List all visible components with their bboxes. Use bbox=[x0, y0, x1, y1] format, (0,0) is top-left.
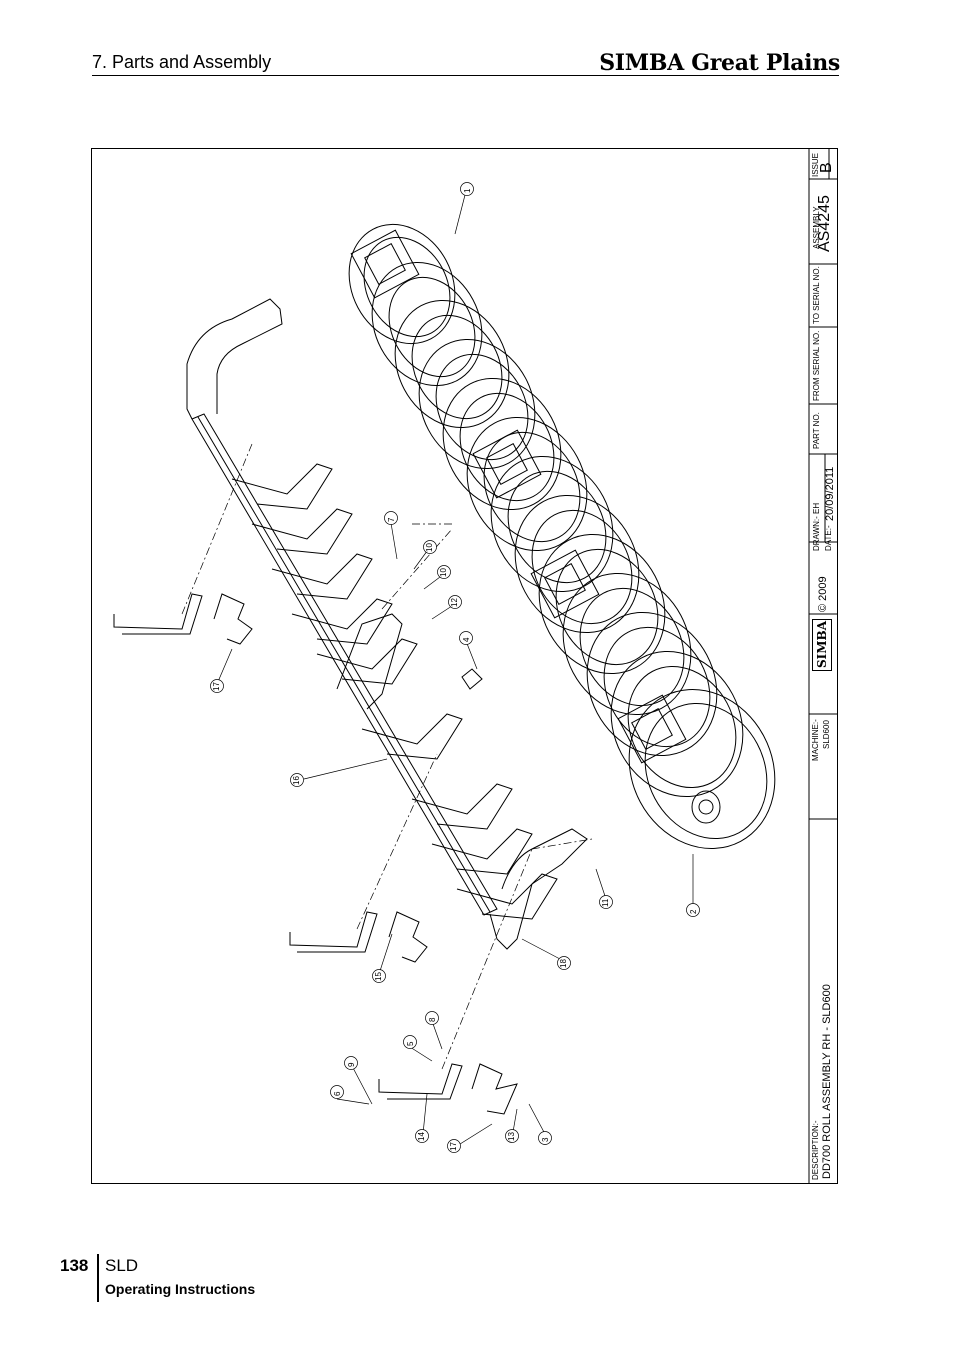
callout-9: 9 bbox=[344, 1056, 358, 1075]
drawing-frame: 1 2 3 4 5 6 7 8 9 10 10 11 12 13 14 15 1… bbox=[91, 148, 838, 1184]
exploded-assembly-drawing bbox=[113, 149, 837, 1183]
drawing-description: DD700 ROLL ASSEMBLY RH - SLD600 bbox=[821, 984, 833, 1179]
from-serial-label: FROM SERIAL NO. bbox=[812, 330, 821, 401]
to-serial-label: TO SERIAL NO. bbox=[812, 266, 821, 324]
construction-lines bbox=[181, 443, 593, 1070]
assembly-number: AS4245 bbox=[816, 195, 833, 252]
copyright: © 2009 bbox=[817, 576, 829, 612]
callout-17b: 17 bbox=[447, 1139, 461, 1158]
date-value: 20/09/2011 bbox=[824, 466, 836, 521]
simba-logo-text: SIMBA bbox=[815, 620, 829, 668]
header-rule bbox=[92, 75, 839, 76]
issue-value: B bbox=[818, 162, 835, 173]
model-name: SLD bbox=[105, 1256, 139, 1275]
callout-6: 6 bbox=[330, 1085, 344, 1104]
callout-8: 8 bbox=[425, 1011, 439, 1030]
description-label: DESCRIPTION:- bbox=[811, 1120, 820, 1180]
callout-12: 12 bbox=[448, 595, 462, 614]
callout-1: 1 bbox=[460, 182, 474, 201]
exploded-parts bbox=[113, 593, 518, 1115]
callout-3: 3 bbox=[538, 1131, 552, 1150]
callout-4: 4 bbox=[459, 631, 473, 650]
machine-label: MACHINE:- bbox=[811, 719, 820, 761]
machine-value: SLD600 bbox=[822, 720, 831, 749]
part-no-label: PART NO. bbox=[812, 412, 821, 449]
frame-beam bbox=[186, 298, 588, 950]
callout-7: 7 bbox=[384, 511, 398, 530]
footer-subtitle: Operating Instructions bbox=[105, 1281, 256, 1297]
callout-17a: 17 bbox=[210, 679, 224, 698]
callout-14: 14 bbox=[415, 1129, 429, 1148]
roller-discs bbox=[348, 223, 776, 850]
section-title: 7. Parts and Assembly bbox=[92, 52, 272, 72]
callout-2: 2 bbox=[686, 903, 700, 922]
callout-16: 16 bbox=[290, 773, 304, 792]
callout-10a: 10 bbox=[423, 540, 437, 559]
callout-18: 18 bbox=[557, 956, 571, 975]
drawn-by: DRAWN:- EH bbox=[812, 502, 821, 551]
brand-logo: SIMBA Great Plains bbox=[599, 50, 840, 76]
callout-13: 13 bbox=[505, 1129, 519, 1148]
callout-15: 15 bbox=[372, 969, 386, 988]
callout-11: 11 bbox=[599, 895, 613, 914]
simba-logo-box: SIMBA bbox=[812, 619, 832, 671]
callout-leaders bbox=[216, 194, 694, 1145]
callout-10b: 10 bbox=[437, 565, 451, 584]
date-label: DATE:- bbox=[824, 525, 833, 551]
page-number: 138 bbox=[60, 1256, 89, 1275]
footer-divider bbox=[97, 1254, 99, 1302]
callout-5: 5 bbox=[403, 1035, 417, 1054]
